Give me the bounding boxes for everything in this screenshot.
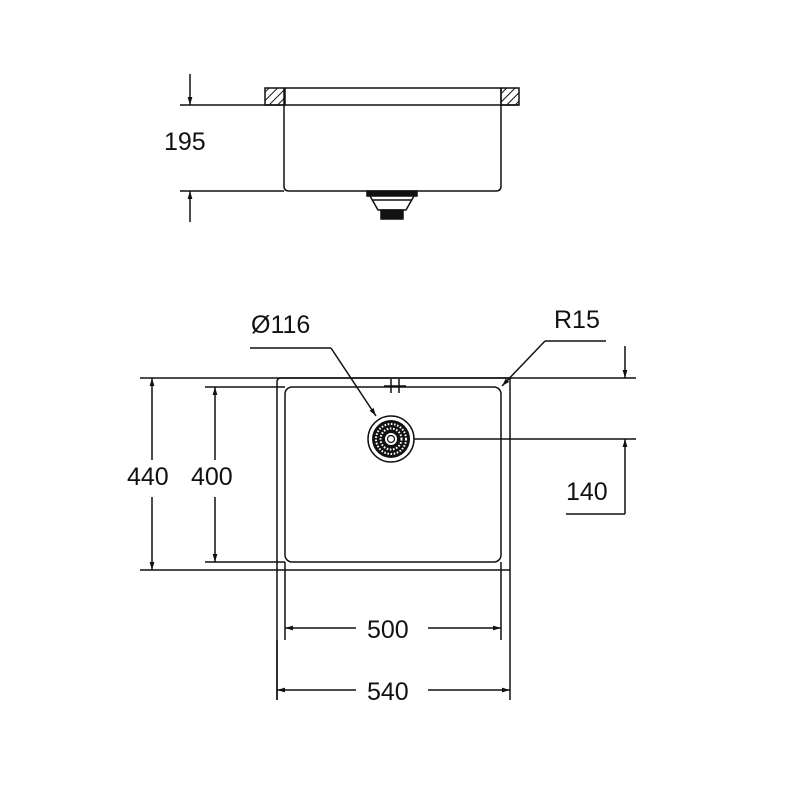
inner-width-label: 500 xyxy=(367,616,409,644)
corner-radius-leader xyxy=(501,340,546,387)
drain-offset-label: 140 xyxy=(566,478,608,506)
inner-depth-label: 400 xyxy=(191,463,233,491)
drain-fitting-side xyxy=(366,190,418,220)
inner-bowl xyxy=(284,386,502,563)
drain-diameter-label: Ø116 xyxy=(251,311,310,339)
countertop-right-section xyxy=(500,87,520,106)
side-view xyxy=(180,74,520,222)
drain-strainer-icon xyxy=(367,415,415,463)
depth-label: 195 xyxy=(164,128,206,156)
countertop-left-section xyxy=(264,87,286,106)
corner-radius-label: R15 xyxy=(554,306,600,334)
outer-depth-label: 440 xyxy=(127,463,169,491)
bowl-profile xyxy=(283,88,502,192)
top-view xyxy=(140,340,636,700)
drain-diameter-leader xyxy=(330,347,377,417)
outer-width-label: 540 xyxy=(367,678,409,706)
